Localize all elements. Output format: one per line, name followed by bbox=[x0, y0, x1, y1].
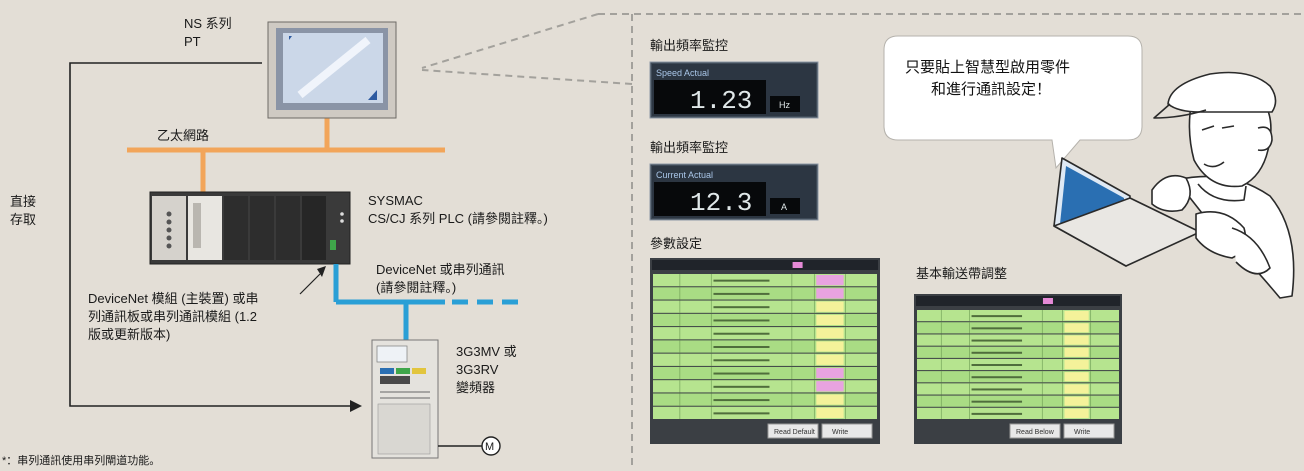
conveyor-table: Read Below Write bbox=[914, 294, 1122, 444]
param-table: Read Default Write bbox=[650, 258, 880, 444]
monitor2-title: 輸出頻率監控 bbox=[650, 140, 728, 155]
ns-pt-device bbox=[267, 21, 397, 119]
param-title: 參數設定 bbox=[650, 236, 702, 251]
pt-label-2: PT bbox=[184, 34, 201, 49]
plc-rack bbox=[149, 191, 351, 265]
footnote: *：串列通訊使用串列閘道功能。 bbox=[2, 453, 160, 466]
devicenet-label-2: (請參閱註釋。) bbox=[376, 280, 456, 295]
table-button-right bbox=[1063, 423, 1115, 439]
direct-access-line bbox=[69, 62, 350, 407]
inverter-label-1: 3G3MV 或 bbox=[456, 344, 517, 359]
module-note-line bbox=[299, 273, 321, 295]
motor-symbol: M bbox=[485, 441, 494, 453]
plc-label-2: CS/CJ 系列 PLC (請參閱註釋。) bbox=[368, 211, 548, 226]
monitor1-caption: Speed Actual bbox=[656, 68, 709, 78]
monitor2-caption: Current Actual bbox=[656, 170, 713, 180]
pt-label-1: NS 系列 bbox=[184, 16, 232, 31]
bubble-line-2: 和進行通訊設定！ bbox=[931, 81, 1051, 98]
ethernet-label: 乙太網路 bbox=[157, 128, 209, 143]
module-note-3: 版或更新版本) bbox=[88, 327, 170, 342]
inverter-label-3: 變頻器 bbox=[456, 380, 495, 395]
bubble-line-1: 只要貼上智慧型啟用零件 bbox=[905, 58, 1070, 76]
module-note-1: DeviceNet 模組 (主裝置) 或串 bbox=[88, 291, 258, 306]
table-button-right-label: Write bbox=[832, 429, 848, 436]
monitor1-title: 輸出頻率監控 bbox=[650, 38, 728, 53]
engineer-illustration bbox=[1053, 71, 1295, 299]
speech-bubble bbox=[883, 35, 1143, 170]
conveyor-title: 基本輸送帶調整 bbox=[916, 266, 1007, 281]
table-button-right bbox=[821, 423, 873, 439]
devicenet-bus bbox=[333, 264, 518, 340]
dashed-callout-lines bbox=[421, 13, 1304, 466]
monitor2-panel bbox=[649, 163, 819, 221]
monitor2-value: 12.3 bbox=[690, 188, 752, 218]
ethernet-bus bbox=[127, 112, 445, 195]
monitor1-panel bbox=[649, 61, 819, 119]
table-button-left bbox=[1009, 423, 1061, 439]
devicenet-label-1: DeviceNet 或串列通訊 bbox=[376, 262, 505, 277]
motor-icon bbox=[481, 436, 501, 456]
plc-label-1: SYSMAC bbox=[368, 193, 423, 208]
table-button-left-label: Read Default bbox=[774, 429, 815, 436]
module-note-2: 列通訊板或串列通訊模組 (1.2 bbox=[88, 309, 257, 324]
monitor1-unit: Hz bbox=[779, 100, 790, 110]
direct-access-label-1: 直接 bbox=[10, 194, 36, 209]
monitor2-unit: A bbox=[781, 202, 787, 212]
module-note-arrow-icon bbox=[317, 266, 326, 277]
direct-access-label-2: 存取 bbox=[10, 212, 36, 227]
inverter-label-2: 3G3RV bbox=[456, 362, 499, 377]
direct-access-arrow-icon bbox=[350, 400, 362, 412]
table-button-right-label: Write bbox=[1074, 429, 1090, 436]
inverter-device bbox=[371, 339, 439, 459]
table-button-left bbox=[767, 423, 819, 439]
monitor1-value: 1.23 bbox=[690, 86, 752, 116]
table-button-left-label: Read Below bbox=[1016, 429, 1055, 436]
